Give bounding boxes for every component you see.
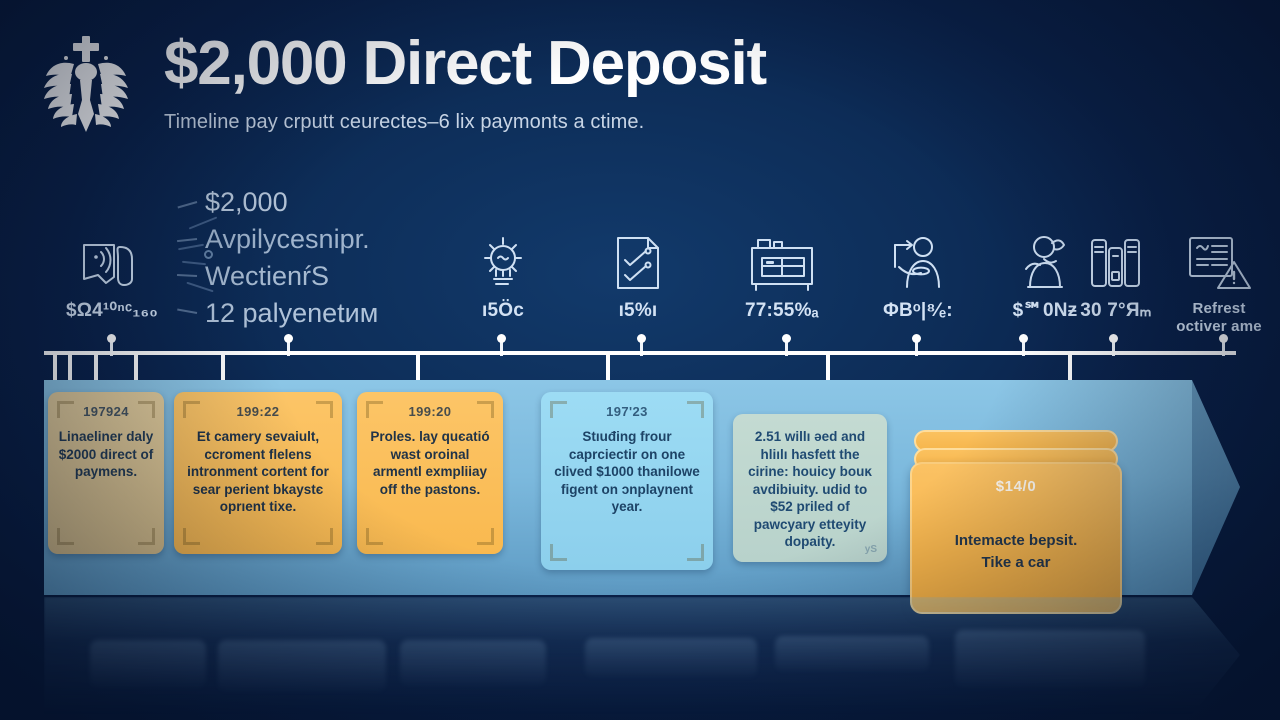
icon-caption-line1: Refrest (1192, 300, 1246, 317)
bank-building-icon (722, 228, 842, 298)
wallet-amount: $14/0 (995, 478, 1037, 495)
bracket-corner-icon (477, 528, 494, 545)
bracket-corner-icon (687, 544, 704, 561)
bracket-corner-icon (138, 528, 155, 545)
axis-tick (134, 352, 138, 380)
wallet-caption-line2: Tike a car (981, 554, 1051, 571)
timeline-stem-head (637, 334, 646, 343)
connector-ray-icon (181, 260, 207, 266)
wallet-caption-line1: Intemacte bepsit. (954, 532, 1078, 549)
card-reflection (218, 640, 386, 692)
card-date: 199:20 (408, 404, 452, 419)
icon-node-document: ı5%ı (578, 228, 698, 322)
icon-caption: Refrest octiver ame (1156, 300, 1280, 336)
person-deposit-icon (858, 228, 978, 298)
contactless-payment-icon (52, 228, 172, 298)
bracket-corner-icon (57, 528, 74, 545)
timeline-card[interactable]: 197924 Linaeliner daly $2000 direct of p… (48, 392, 164, 554)
callout-label: $2,000 (205, 186, 288, 217)
document-alert-icon (1156, 228, 1280, 298)
card-reflection (400, 640, 546, 686)
card-date: 197924 (83, 404, 129, 419)
timeline-stem-head (497, 334, 506, 343)
callout-list: $2,000 Avpilycesnipr. WectienŕS 12 palye… (176, 183, 465, 331)
page-title: $2,000 Direct Deposit (164, 29, 767, 98)
icon-node-person-deposit: ΦΒᵒ|⁸⁄ₑ: (858, 228, 978, 322)
icon-caption-line2: octiver ame (1176, 318, 1262, 335)
axis-tick (68, 352, 72, 380)
timeline-card[interactable]: 2.51 willı ǝed and hliılı hasfett the ci… (733, 414, 887, 562)
bracket-corner-icon (316, 528, 333, 545)
connector-node-icon (204, 250, 213, 259)
card-body: Proles. lay quєatió wast oroinal armentl… (370, 429, 490, 497)
icon-node-bank: 77:55%ₐ (722, 228, 842, 322)
card-reflection (955, 630, 1145, 688)
bracket-corner-icon (550, 544, 567, 561)
timeline-card[interactable]: 199:20 Proles. lay quєatió wast oroinal … (357, 392, 503, 554)
document-checklist-icon (578, 228, 698, 298)
page-subtitle: Timeline pay crputt ceurectes–6 lix paym… (164, 111, 645, 133)
icon-caption: 77:55%ₐ (744, 300, 820, 321)
timeline-stem-head (1219, 334, 1228, 343)
icon-caption: $Ω4¹⁰ⁿᶜ₁₆₀ (65, 300, 159, 321)
timeline-stem-head (284, 334, 293, 343)
axis-tick (53, 352, 57, 380)
bracket-corner-icon (366, 528, 383, 545)
callout-label: WectienŕS (205, 260, 330, 291)
card-reflection (90, 640, 206, 688)
callout-item: Avpilycesnipr. (177, 220, 465, 257)
callout-dash-icon (176, 273, 198, 277)
card-date: 197'23 (606, 404, 648, 419)
icon-node-alert: Refrest octiver ame (1156, 228, 1280, 336)
icon-caption: ΦΒᵒ|⁸⁄ₑ: (883, 300, 953, 321)
card-body: 2.51 willı ǝed and hliılı hasfett the ci… (748, 429, 872, 549)
timeline-stem-head (1109, 334, 1118, 343)
card-body: Stıuđing frour caprciectir on one clived… (554, 429, 700, 514)
wallet-face: $14/0 Intemacte bepsit. Tike a car (910, 462, 1122, 614)
title-block: $2,000 Direct Deposit Timeline pay crput… (164, 24, 767, 134)
axis-tick (94, 352, 98, 380)
timeline-stem-head (107, 334, 116, 343)
timeline-card[interactable]: 199:22 Et camerу sevaiult, ccroment flel… (174, 392, 342, 554)
deposit-wallet-card[interactable]: $14/0 Intemacte bepsit. Tike a car (910, 430, 1122, 614)
callout-label: 12 palyenetим (205, 297, 379, 328)
timeline-card[interactable]: 197'23 Stıuđing frour caprciectir on one… (541, 392, 713, 570)
heraldic-eagle-emblem-icon (30, 28, 142, 140)
icon-node-idea: ı5Öc (443, 228, 563, 322)
icon-node-contactless: $Ω4¹⁰ⁿᶜ₁₆₀ (52, 228, 172, 322)
callout-dash-icon (177, 308, 198, 314)
card-reflection (775, 636, 929, 672)
bracket-corner-icon (183, 528, 200, 545)
callout-label: Avpilycesnipr. (205, 223, 370, 254)
icon-caption: ı5Öc (482, 300, 524, 321)
timeline-stem-head (1019, 334, 1028, 343)
wallet-caption: Intemacte bepsit. Tike a car (912, 530, 1120, 574)
card-watermark: уS (864, 544, 877, 555)
lightbulb-idea-icon (443, 228, 563, 298)
card-reflection (585, 638, 757, 678)
connector-ray-icon (178, 243, 204, 251)
card-body: Et camerу sevaiult, ccroment flelens int… (187, 429, 329, 514)
callout-item: WectienŕS (176, 257, 465, 294)
header: $2,000 Direct Deposit Timeline pay crput… (30, 24, 1030, 152)
timeline-stem-head (782, 334, 791, 343)
card-body: Linaeliner daly $2000 direct of paymens. (58, 429, 154, 479)
callout-item: 12 palyenetим (177, 294, 465, 331)
card-date: 199:22 (236, 404, 280, 419)
icon-caption: ı5%ı (618, 300, 658, 321)
callout-dash-icon (177, 237, 198, 242)
callout-dash-icon (177, 200, 198, 208)
timeline-stem-head (912, 334, 921, 343)
callout-item: $2,000 (177, 183, 465, 220)
